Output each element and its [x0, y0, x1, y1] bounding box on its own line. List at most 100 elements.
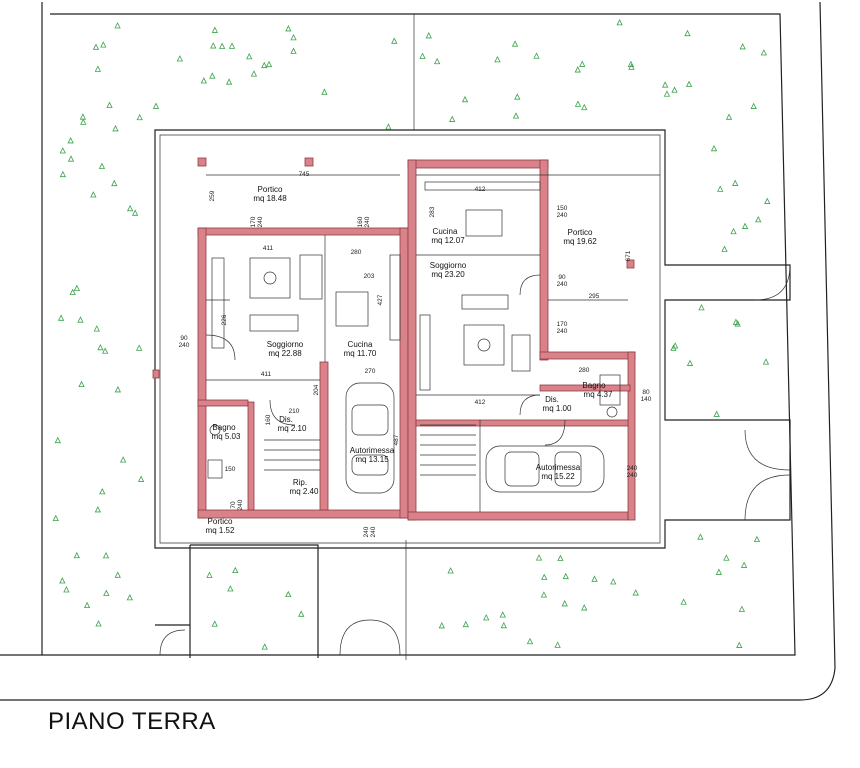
grass-mark: [554, 641, 561, 648]
room-name-rip: Rip.: [293, 478, 307, 487]
lot-boundary: [0, 1, 836, 701]
grass-mark: [52, 514, 59, 522]
grass-mark: [106, 101, 113, 108]
dim-label: 411: [263, 245, 274, 252]
grass-mark: [210, 42, 217, 49]
grass-mark: [77, 316, 84, 323]
grass-mark: [697, 533, 704, 540]
door-swings: [205, 274, 566, 446]
grass-mark: [119, 456, 127, 463]
dim-label: 210: [289, 408, 300, 415]
grass-mark: [114, 571, 121, 578]
grass-mark: [574, 66, 581, 73]
grass-mark: [285, 590, 292, 598]
grass-mark: [385, 123, 392, 130]
grass-mark: [663, 90, 671, 97]
room-area-dis-left: mq 2.10: [278, 424, 307, 433]
grass-mark: [686, 359, 694, 366]
grass-mark: [69, 288, 76, 295]
room-area-bagno-left: mq 5.03: [212, 432, 241, 441]
grass-mark: [114, 386, 122, 393]
grass-mark: [211, 26, 219, 33]
grass-mark: [447, 567, 454, 574]
grass-mark: [200, 77, 207, 84]
room-name-cucina-right: Cucina: [433, 227, 458, 236]
grass-mark: [93, 325, 100, 332]
grass-mark: [100, 41, 107, 48]
grass-mark: [762, 358, 770, 365]
grass-mark: [136, 344, 143, 351]
grass-mark: [574, 100, 582, 107]
grass-mark: [462, 620, 469, 628]
grass-mark: [152, 102, 160, 109]
grass-mark: [290, 47, 297, 54]
grass-mark: [753, 535, 761, 543]
dim-label: 226: [221, 314, 228, 325]
grass-mark: [99, 487, 106, 495]
grass-mark: [102, 347, 109, 354]
gate-arcs: [744, 264, 791, 521]
grass-mark: [136, 113, 143, 121]
grass-mark: [741, 222, 749, 229]
exterior-walls: [152, 157, 636, 521]
grass-mark: [736, 641, 743, 648]
grass-mark: [434, 57, 441, 65]
grass-mark: [321, 88, 328, 95]
grass-mark: [684, 29, 691, 37]
grass-mark: [449, 115, 456, 122]
grass-mark: [627, 60, 635, 68]
dim-label: 270: [365, 368, 376, 375]
grass-mark: [391, 37, 398, 44]
dim-label: 427: [377, 294, 384, 305]
grass-mark: [579, 60, 586, 67]
room-area-bagno-right: mq 4.37: [584, 390, 613, 399]
grass-mark: [246, 52, 253, 60]
grass-mark: [111, 179, 118, 187]
grass-mark: [715, 568, 723, 575]
grass-mark: [533, 52, 540, 59]
grass-mark: [750, 102, 757, 109]
dim-label: 259: [209, 190, 216, 201]
grass-mark: [225, 78, 233, 85]
grass-mark: [98, 162, 106, 169]
grass-mark: [232, 566, 239, 574]
grass-mark: [209, 72, 216, 79]
grass-mark: [102, 551, 110, 559]
room-area-cucina-left: mq 11.70: [344, 349, 377, 358]
dim-label: 411: [261, 371, 272, 378]
dim-label: 412: [475, 399, 486, 406]
room-name-dis-left: Dis.: [279, 415, 293, 424]
grass-mark: [261, 61, 268, 69]
grass-mark: [561, 600, 568, 607]
grass-mark: [541, 573, 548, 580]
room-name-dis-right: Dis.: [545, 395, 559, 404]
room-name-soggiorno-left: Soggiorno: [267, 340, 304, 349]
room-area-soggiorno-right: mq 23.20: [431, 270, 465, 279]
grass-mark: [680, 598, 687, 605]
car-icon: [485, 445, 605, 493]
grass-mark: [425, 32, 432, 39]
grass-mark: [713, 410, 720, 417]
grass-mark: [591, 575, 598, 582]
grass-mark: [78, 380, 85, 388]
dimension-labels: 745 259 170240 160240 411 280 412 283 15…: [179, 171, 652, 537]
grass-mark: [80, 118, 87, 125]
grass-mark: [285, 25, 292, 32]
furniture-right-living: [419, 181, 541, 391]
grass-mark: [710, 144, 718, 152]
room-name-soggiorno-right: Soggiorno: [430, 261, 467, 270]
dim-label: 283: [429, 206, 436, 217]
grass-mark: [59, 577, 66, 584]
furniture-left-living: [211, 254, 401, 349]
grass-mark: [250, 70, 258, 77]
grass-mark: [90, 191, 97, 198]
grass-mark: [73, 284, 81, 291]
grass-mark: [114, 22, 121, 29]
grass-mark: [739, 43, 746, 50]
grass-mark: [227, 585, 234, 592]
grass-mark: [94, 65, 102, 72]
grass-mark: [218, 42, 226, 49]
room-area-soggiorno-left: mq 22.88: [268, 349, 302, 358]
